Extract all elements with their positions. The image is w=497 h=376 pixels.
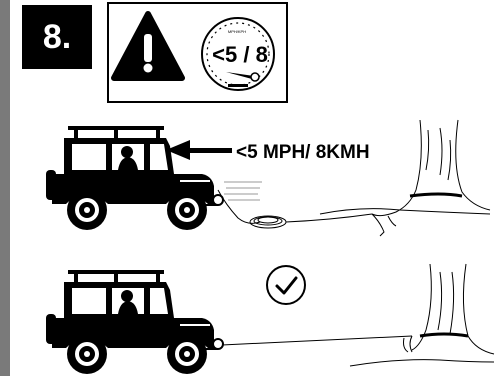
speed-lines xyxy=(224,182,262,200)
taut-winch-line xyxy=(222,336,412,345)
gauge-limit-label: <5 / 8 xyxy=(212,42,268,67)
slack-winch-line xyxy=(218,190,372,228)
tree-icon xyxy=(320,120,490,236)
tree-icon xyxy=(350,264,494,366)
gauge-scale-label: MPH/KPH xyxy=(228,29,246,34)
checkmark-icon xyxy=(267,266,305,304)
motion-arrow-icon xyxy=(166,140,232,160)
stationary-jeep-icon xyxy=(46,270,223,374)
speed-instruction: <5 MPH/ 8KMH xyxy=(236,142,370,163)
moving-jeep-icon xyxy=(46,126,223,230)
